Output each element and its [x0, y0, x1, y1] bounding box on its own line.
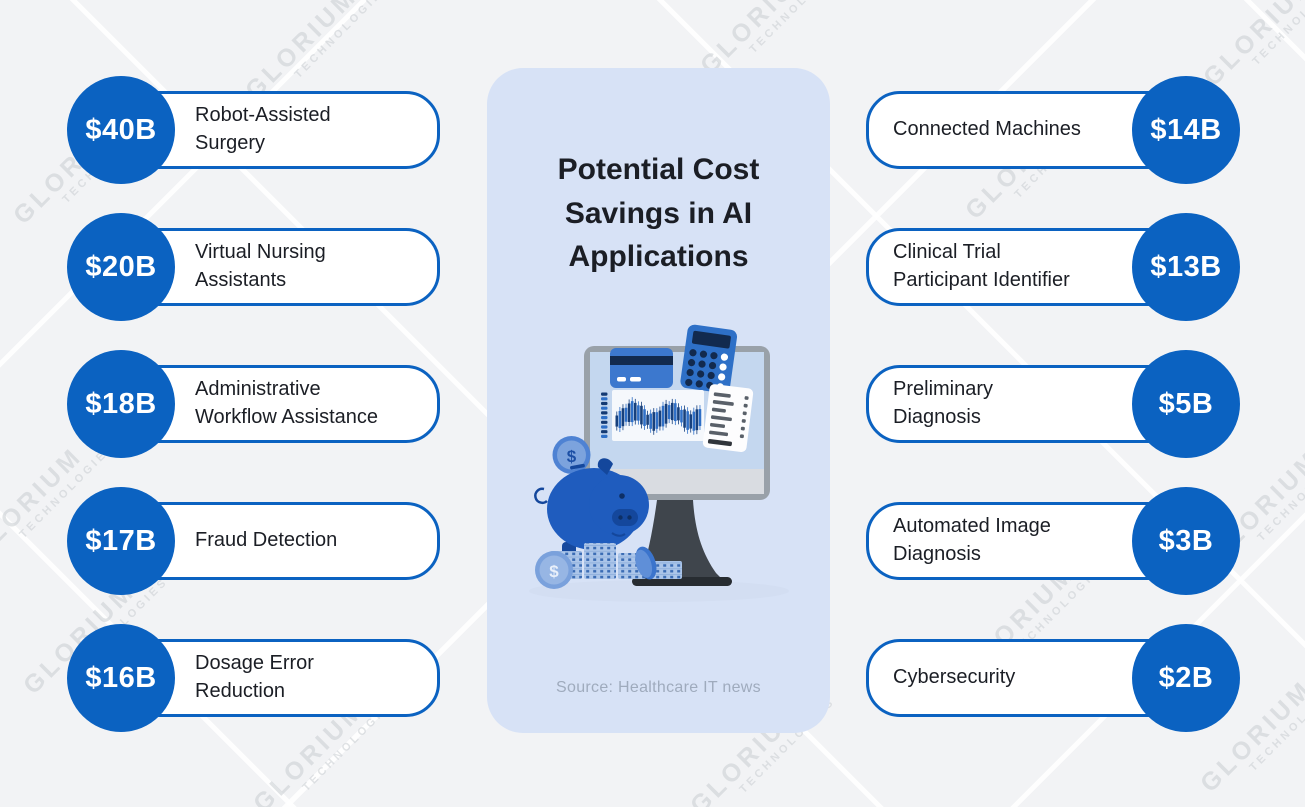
stat-item: Fraud Detection $17B — [67, 487, 440, 595]
stat-item: Automated Image Diagnosis $3B — [866, 487, 1240, 595]
stat-item: Cybersecurity $2B — [866, 624, 1240, 732]
watermark-sub-text: TECHNOLOGIES — [292, 0, 393, 81]
watermark-sub-text: TECHNOLOGIES — [1250, 0, 1305, 68]
right-stats-column: Connected Machines $14B Clinical Trial P… — [866, 76, 1240, 732]
dollar-symbol: $ — [549, 562, 559, 581]
infographic-title: Potential Cost Savings in AI Application… — [557, 153, 760, 273]
stat-label: Virtual Nursing Assistants — [195, 241, 326, 291]
coin-icon-bottom: $ — [534, 551, 573, 589]
center-panel: Potential Cost Savings in AI Application… — [487, 68, 830, 733]
stat-label: Fraud Detection — [195, 529, 338, 552]
stat-item: Connected Machines $14B — [866, 76, 1240, 184]
stat-value: $18B — [85, 387, 157, 420]
stat-value-bubble: $40B — [67, 76, 175, 184]
stat-value-bubble: $14B — [1132, 76, 1240, 184]
watermark-sub-text: TECHNOLOGIES — [1247, 673, 1305, 774]
stat-value-bubble: $2B — [1132, 624, 1240, 732]
stat-label: Connected Machines — [893, 118, 1081, 141]
receipt-icon — [702, 384, 753, 452]
stat-label: Dosage Error Reduction — [195, 652, 314, 702]
stat-item: Clinical Trial Participant Identifier $1… — [866, 213, 1240, 321]
stat-value: $3B — [1158, 524, 1214, 557]
stat-item: Administrative Workflow Assistance $18B — [67, 350, 440, 458]
stat-item: Preliminary Diagnosis $5B — [866, 350, 1240, 458]
savings-illustration: $ — [494, 313, 824, 608]
watermark-sub-text: TECHNOLOGIES — [1255, 443, 1305, 544]
stat-value: $20B — [85, 250, 157, 283]
stat-label: Robot-Assisted Surgery — [195, 104, 331, 154]
stat-value: $17B — [85, 524, 157, 557]
stat-value-bubble: $5B — [1132, 350, 1240, 458]
stat-value: $14B — [1150, 113, 1222, 146]
credit-card-icon — [609, 348, 673, 388]
calculator-icon — [679, 324, 737, 394]
stat-value: $5B — [1158, 387, 1214, 420]
stat-item: Dosage Error Reduction $16B — [67, 624, 440, 732]
stat-value-bubble: $16B — [67, 624, 175, 732]
stat-label: Preliminary Diagnosis — [893, 378, 994, 428]
stat-label: Cybersecurity — [893, 666, 1016, 689]
watermark-sub-text: TECHNOLOGIES — [747, 0, 848, 56]
stat-value: $13B — [1150, 250, 1222, 283]
stat-label: Automated Image Diagnosis — [893, 515, 1051, 565]
stat-value: $40B — [85, 113, 157, 146]
stat-value: $2B — [1158, 661, 1214, 694]
stat-value-bubble: $13B — [1132, 213, 1240, 321]
stat-label: Administrative Workflow Assistance — [195, 378, 379, 428]
source-note: Source: Healthcare IT news — [556, 679, 761, 696]
stat-value-bubble: $17B — [67, 487, 175, 595]
stat-value: $16B — [85, 661, 157, 694]
dollar-symbol: $ — [566, 447, 576, 466]
stat-value-bubble: $3B — [1132, 487, 1240, 595]
stat-item: Virtual Nursing Assistants $20B — [67, 213, 440, 321]
stat-label: Clinical Trial Participant Identifier — [893, 241, 1070, 291]
left-stats-column: Robot-Assisted Surgery $40B Virtual Nurs… — [67, 76, 440, 732]
stat-value-bubble: $18B — [67, 350, 175, 458]
piggy-bank-monitor-illustration: $ — [528, 324, 789, 602]
stat-value-bubble: $20B — [67, 213, 175, 321]
candlestick-chart — [611, 390, 704, 441]
stat-item: Robot-Assisted Surgery $40B — [67, 76, 440, 184]
